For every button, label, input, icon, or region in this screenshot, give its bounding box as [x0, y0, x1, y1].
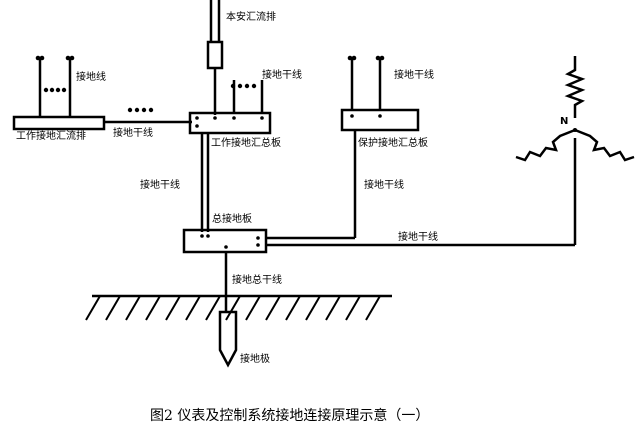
wye-coil-right — [574, 128, 635, 162]
hatch-mark — [305, 295, 321, 321]
hatch-mark — [285, 295, 301, 321]
label-trunk-5: 接地干线 — [364, 178, 404, 191]
wye-coil-top — [564, 56, 586, 118]
label-electrode: 接地极 — [240, 352, 270, 365]
label-protect-panel: 保护接地汇总板 — [358, 136, 428, 149]
hatch-mark — [185, 295, 201, 321]
hatch-mark — [165, 295, 181, 321]
continuation-dots — [35, 55, 577, 249]
diagram-caption: 图2 仪表及控制系统接地连接原理示意（一） — [150, 407, 429, 424]
label-trunk-6: 接地干线 — [398, 230, 438, 243]
label-trunk-3: 接地干线 — [113, 126, 153, 139]
hatch-mark — [105, 295, 121, 321]
label-work-bus: 工作接地汇流排 — [16, 129, 86, 142]
label-main-panel: 总接地板 — [212, 212, 252, 225]
hatch-mark — [225, 295, 241, 321]
hatch-mark — [265, 295, 281, 321]
earth-hatching — [85, 295, 381, 321]
hatch-mark — [245, 295, 261, 321]
hatch-mark — [345, 295, 361, 321]
label-trunk-1: 接地干线 — [262, 68, 302, 81]
benan-bus-box — [206, 40, 224, 70]
hatch-mark — [145, 295, 161, 321]
electrode-shape — [218, 310, 238, 368]
work-bus-box — [12, 115, 106, 131]
hatch-mark — [125, 295, 141, 321]
work-panel-box — [188, 111, 272, 135]
hatch-mark — [85, 295, 101, 321]
label-main-trunk: 接地总干线 — [232, 273, 282, 286]
hatch-mark — [325, 295, 341, 321]
main-panel-box — [182, 228, 268, 254]
label-ground-wire: 接地线 — [76, 70, 106, 83]
hatch-mark — [365, 295, 381, 321]
hatch-mark — [205, 295, 221, 321]
label-benan-bus: 本安汇流排 — [226, 10, 276, 23]
label-neutral: N — [560, 116, 568, 127]
wye-coil-left — [515, 128, 576, 162]
label-work-panel: 工作接地汇总板 — [211, 136, 281, 149]
label-trunk-2: 接地干线 — [394, 68, 434, 81]
label-trunk-4: 接地干线 — [140, 178, 180, 191]
protect-panel-box — [340, 108, 420, 132]
